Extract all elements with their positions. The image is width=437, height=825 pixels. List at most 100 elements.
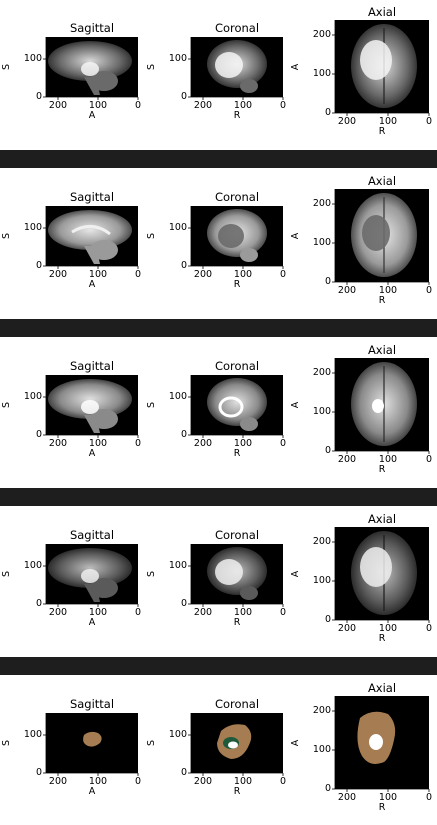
x-tick-label: 0	[279, 607, 287, 618]
panel-axial-seg	[332, 696, 430, 792]
brainstem	[84, 584, 100, 602]
x-tick-label: 0	[425, 116, 433, 127]
y-axis-label: S	[1, 739, 12, 747]
brain-tissue	[48, 379, 132, 419]
x-axis-label: A	[88, 110, 96, 121]
x-tick-label: 200	[193, 438, 213, 449]
y-tick-label: 0	[324, 445, 331, 456]
lesion	[362, 215, 390, 251]
y-axis-label: A	[290, 739, 301, 746]
x-tick-label: 100	[378, 623, 398, 634]
y-axis-label: S	[1, 232, 12, 240]
y-tick-label: 100	[168, 53, 187, 64]
brain-tissue	[48, 548, 132, 588]
x-tick-label: 0	[425, 454, 433, 465]
y-axis-label: A	[290, 232, 301, 239]
panel-title: Coronal	[214, 190, 260, 204]
x-tick-label: 0	[425, 285, 433, 296]
y-tick-label: 200	[312, 29, 331, 40]
x-axis-label: R	[378, 126, 386, 137]
panel-background	[46, 544, 138, 604]
panel-axial-t2	[332, 527, 430, 623]
x-tick-label: 0	[425, 792, 433, 803]
row-separator	[0, 150, 437, 168]
x-tick-label: 100	[233, 776, 253, 787]
x-tick-label: 0	[279, 438, 287, 449]
x-tick-label: 200	[193, 776, 213, 787]
x-tick-label: 200	[337, 623, 357, 634]
x-tick-label: 100	[88, 438, 108, 449]
x-tick-label: 200	[193, 269, 213, 280]
y-tick-label: 100	[23, 222, 42, 233]
x-tick-label: 0	[279, 100, 287, 111]
y-tick-label: 100	[312, 575, 331, 586]
x-tick-label: 0	[134, 100, 142, 111]
panel-title: Sagittal	[69, 697, 115, 711]
lesion	[215, 559, 243, 585]
y-tick-label: 0	[35, 91, 42, 102]
brainstem	[84, 415, 100, 433]
x-tick-label: 0	[425, 623, 433, 634]
x-axis-label: R	[378, 633, 386, 644]
panel-coronal-t1ce	[188, 375, 284, 438]
x-tick-label: 100	[378, 792, 398, 803]
panel-title: Sagittal	[69, 21, 115, 35]
y-axis-label: S	[1, 63, 12, 71]
panel-title: Axial	[367, 512, 397, 526]
x-tick-label: 100	[233, 269, 253, 280]
panel-background	[46, 375, 138, 435]
y-axis-label: S	[146, 401, 157, 409]
panel-background	[335, 358, 429, 451]
y-tick-label: 200	[312, 536, 331, 547]
y-axis-label: S	[146, 570, 157, 578]
panel-background	[191, 375, 283, 435]
y-axis-label: S	[146, 232, 157, 240]
x-tick-label: 100	[378, 285, 398, 296]
panel-background	[335, 696, 429, 789]
x-tick-label: 0	[134, 269, 142, 280]
panel-title: Sagittal	[69, 190, 115, 204]
y-tick-label: 100	[312, 68, 331, 79]
x-axis-label: A	[88, 617, 96, 628]
panel-axial-t1	[332, 189, 430, 285]
panel-background	[335, 20, 429, 113]
panel-sagittal-t1	[43, 206, 139, 269]
mask-edema	[83, 731, 102, 747]
panel-title: Coronal	[214, 697, 260, 711]
brainstem	[84, 77, 100, 95]
panel-background	[46, 37, 138, 97]
y-tick-label: 0	[180, 598, 187, 609]
panel-title: Axial	[367, 174, 397, 188]
cerebellum	[240, 248, 258, 262]
row-separator	[0, 657, 437, 675]
y-axis-label: S	[146, 63, 157, 71]
x-axis-label: A	[88, 448, 96, 459]
x-tick-label: 0	[279, 269, 287, 280]
cerebellum	[240, 417, 258, 431]
x-tick-label: 200	[48, 607, 68, 618]
x-tick-label: 0	[134, 776, 142, 787]
lesion	[215, 52, 243, 78]
panel-background	[46, 206, 138, 266]
panel-background	[191, 206, 283, 266]
panel-background	[191, 713, 283, 773]
panel-title: Coronal	[214, 359, 260, 373]
y-tick-label: 0	[324, 107, 331, 118]
lesion	[360, 40, 392, 80]
x-tick-label: 100	[88, 776, 108, 787]
panel-coronal-seg	[188, 713, 284, 776]
panel-title: Coronal	[214, 528, 260, 542]
panel-background	[191, 544, 283, 604]
mask-enhancing	[369, 734, 383, 750]
y-axis-label: S	[1, 401, 12, 409]
x-axis-label: R	[233, 617, 241, 628]
lesion	[218, 224, 244, 248]
x-axis-label: R	[378, 464, 386, 475]
brain-tissue	[207, 378, 267, 426]
panel-background	[46, 713, 138, 773]
panel-coronal-t1	[188, 206, 284, 269]
x-tick-label: 100	[88, 100, 108, 111]
panel-axial-flair	[332, 20, 430, 116]
lesion	[81, 569, 99, 583]
panel-coronal-t2	[188, 544, 284, 607]
